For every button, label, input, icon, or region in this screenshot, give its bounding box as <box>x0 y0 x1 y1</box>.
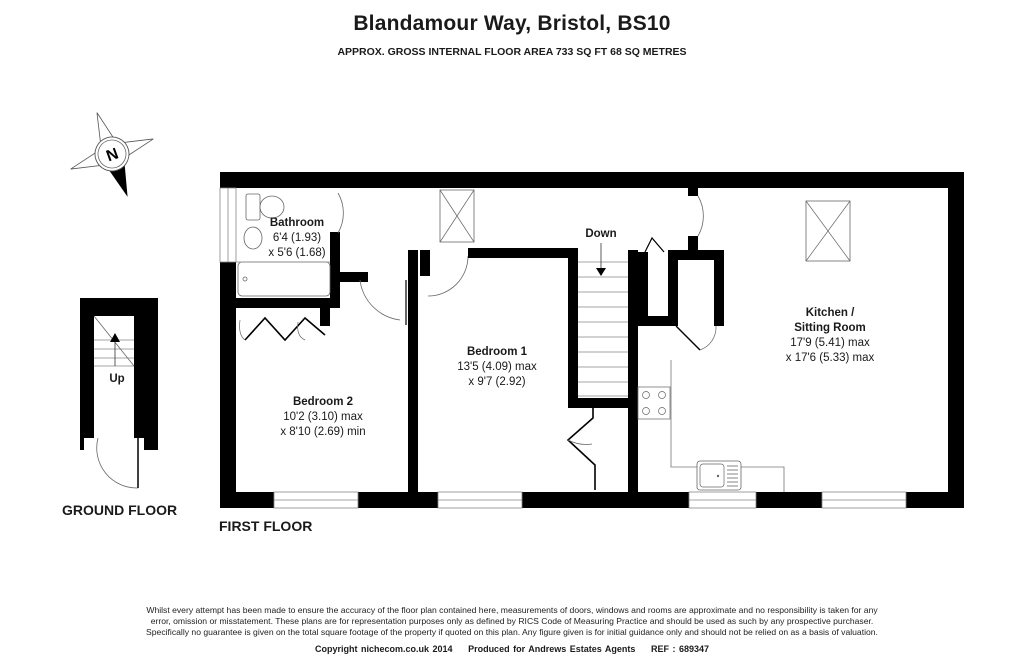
room-dimension: x 17'6 (5.33) max <box>786 352 875 364</box>
room-dimension: x 5'6 (1.68) <box>268 247 325 259</box>
room-kitchen-sitting-room: Kitchen / Sitting Room 17'9 (5.41) max x… <box>786 307 875 364</box>
room-name: Kitchen / <box>806 307 855 319</box>
disclaimer-line: Specifically no guarantee is given on th… <box>146 627 878 638</box>
room-name: Bedroom 2 <box>293 396 353 408</box>
room-name: Bathroom <box>270 217 324 229</box>
room-dimension: 10'2 (3.10) max <box>283 411 363 423</box>
disclaimer: Whilst every attempt has been made to en… <box>0 605 1024 639</box>
room-name: Bedroom 1 <box>467 346 528 358</box>
first-floor-label: FIRST FLOOR <box>219 518 313 534</box>
north-compass-icon <box>70 112 154 197</box>
room-dimension: 13'5 (4.09) max <box>457 361 537 373</box>
plan-title: Blandamour Way, Bristol, BS10 <box>353 12 671 35</box>
room-bathroom: Bathroom 6'4 (1.93) x 5'6 (1.68) <box>268 217 325 259</box>
ground-floor-plan <box>80 298 158 489</box>
disclaimer-line: error, omission or misstatement. These p… <box>150 616 874 627</box>
room-name: Sitting Room <box>794 322 866 334</box>
produced-for-text: Produced for Andrews Estates Agents <box>468 644 636 654</box>
disclaimer-line: Whilst every attempt has been made to en… <box>146 605 878 615</box>
ground-floor-label: GROUND FLOOR <box>62 502 178 518</box>
room-dimension: x 9'7 (2.92) <box>468 376 525 388</box>
first-floor-plan <box>219 172 964 509</box>
ground-stairs-up-label: Up <box>109 373 124 385</box>
room-bedroom-2: Bedroom 2 10'2 (3.10) max x 8'10 (2.69) … <box>280 396 365 438</box>
copyright-line: Copyright nichecom.co.uk 2014 Produced f… <box>0 644 1024 654</box>
first-stairs-down-label: Down <box>585 228 616 240</box>
room-dimension: x 8'10 (2.69) min <box>280 426 365 438</box>
room-dimension: 6'4 (1.93) <box>273 232 321 244</box>
reference-number: REF : 689347 <box>650 644 709 654</box>
room-dimension: 17'9 (5.41) max <box>790 337 870 349</box>
copyright-text: Copyright nichecom.co.uk 2014 <box>315 644 453 654</box>
room-bedroom-1: Bedroom 1 13'5 (4.09) max x 9'7 (2.92) <box>457 346 537 388</box>
compass-north-label: N <box>104 145 121 165</box>
floor-area-subtitle: APPROX. GROSS INTERNAL FLOOR AREA 733 SQ… <box>337 46 687 58</box>
